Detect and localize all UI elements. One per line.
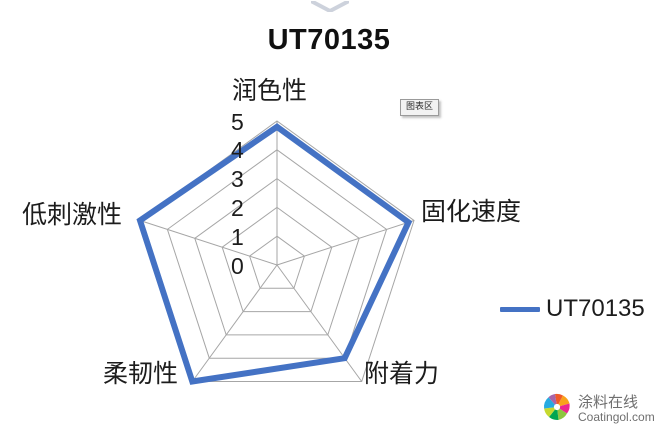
axis-label-rourenxing: 柔韧性: [103, 360, 179, 388]
radial-tick-3: 3: [231, 166, 244, 192]
chart-title: UT70135: [267, 24, 391, 56]
radial-tick-2: 2: [231, 195, 244, 221]
chart-area-tooltip: 图表区: [400, 99, 440, 116]
legend-series-label: UT70135: [546, 295, 645, 322]
watermark-cn: 涂料在线: [578, 394, 639, 412]
legend-color-swatch: [500, 306, 540, 312]
radar-series-ut70135: [136, 123, 413, 385]
radar-axis-spokes: [139, 121, 415, 382]
axis-label-guhuasudu: 固化速度: [421, 198, 522, 226]
watermark-en: Coatingol.com: [578, 410, 655, 425]
radial-tick-1: 1: [231, 224, 244, 250]
radial-tick-4: 4: [231, 137, 244, 163]
watermark-text: 涂料在线 Coatingol.com: [578, 395, 655, 423]
axis-label-dicijixing: 低刺激性: [22, 201, 123, 229]
axis-label-fuzhuoli: 附着力: [364, 360, 440, 388]
watermark: 涂料在线 Coatingol.com: [542, 392, 655, 427]
pinwheel-logo-icon: [542, 392, 572, 427]
axis-label-runsexing: 润色性: [232, 77, 308, 105]
radial-tick-5: 5: [231, 109, 244, 135]
chart-legend[interactable]: UT70135: [500, 295, 645, 323]
radial-tick-0: 0: [231, 253, 244, 279]
